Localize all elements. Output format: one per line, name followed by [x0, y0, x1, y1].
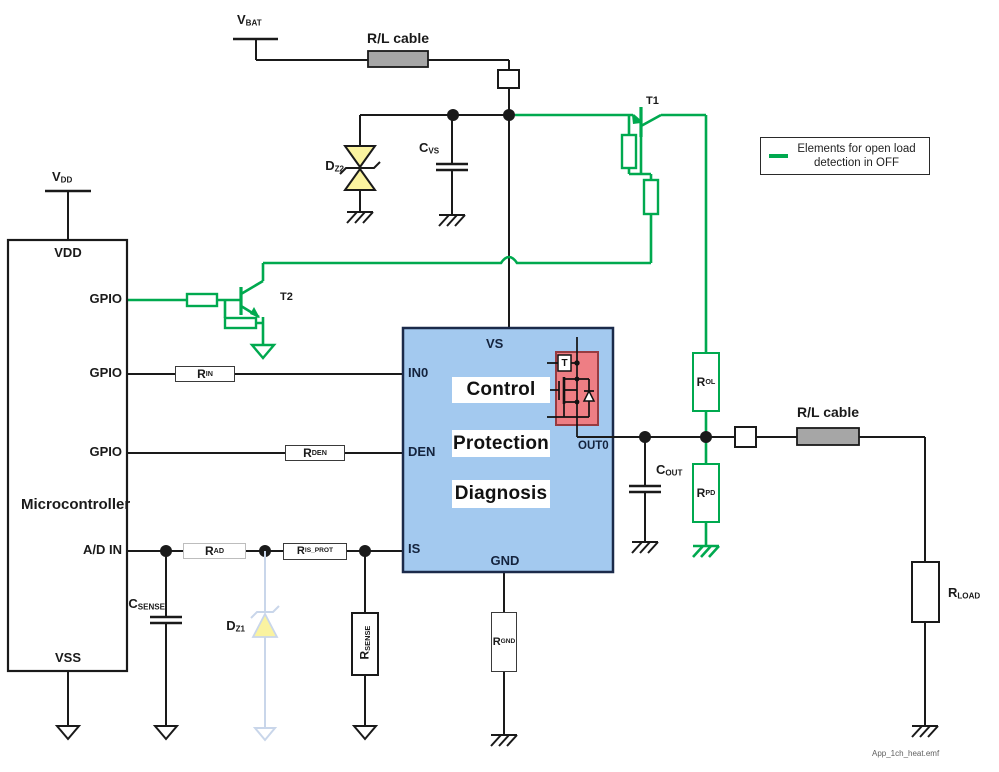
- vs-node-wiring: [360, 88, 577, 338]
- ic-pin-is: IS: [408, 541, 421, 556]
- label-vdd-supply: VDD: [52, 169, 73, 185]
- csense-branch: [150, 551, 182, 741]
- cvs-branch: [436, 115, 468, 227]
- connector-out: [734, 426, 757, 448]
- mcu-title: Microcontroller: [21, 496, 131, 513]
- vs-junction-dots: [447, 109, 515, 121]
- mcu-pin-vdd: VDD: [54, 245, 82, 260]
- dz2-branch: [339, 115, 381, 224]
- ic-pin-den: DEN: [408, 444, 436, 459]
- legend-text: Elements for open load detection in OFF: [797, 142, 916, 169]
- label-t2: T2: [280, 291, 293, 303]
- mcu-pin-gpio3: GPIO: [89, 444, 122, 459]
- rsense-branch: [351, 551, 379, 741]
- ic-pin-vs: VS: [486, 336, 504, 351]
- cable-top: [367, 50, 429, 68]
- cable-right: [796, 427, 860, 446]
- ic-pin-out0: OUT0: [578, 440, 609, 452]
- label-t1: T1: [646, 95, 659, 107]
- cout-branch: [629, 437, 661, 554]
- dz1-branch: [250, 551, 280, 742]
- t2-open-load-circuit: [127, 214, 653, 360]
- label-csense: CSENSE: [128, 596, 165, 612]
- label-dz2: DZ2: [325, 158, 344, 174]
- power-fet-cell: [547, 337, 599, 437]
- connector-top: [497, 69, 520, 89]
- legend-green-line-icon: [769, 154, 788, 158]
- mcu-pin-adin: A/D IN: [83, 542, 122, 557]
- microcontroller-box: [6, 189, 129, 741]
- t1-open-load-circuit: [515, 107, 708, 352]
- label-rload: RLOAD: [948, 585, 981, 601]
- label-cvs: CVS: [419, 140, 440, 156]
- label-cout: COUT: [656, 462, 683, 478]
- ic-pin-in0: IN0: [408, 365, 429, 380]
- filename-caption: App_1ch_heat.emf: [872, 749, 940, 758]
- mcu-pin-gpio2: GPIO: [89, 365, 122, 380]
- mcu-pin-gpio1: GPIO: [89, 291, 122, 306]
- rload-symbol: [911, 561, 940, 623]
- temp-sensor-label: T: [561, 357, 568, 369]
- legend-box: Elements for open load detection in OFF: [760, 137, 930, 175]
- label-vbat: VBAT: [237, 12, 262, 28]
- label-cable-top: R/L cable: [367, 30, 429, 46]
- rgnd-branch: [490, 572, 518, 747]
- ic-pin-gnd: GND: [490, 553, 520, 568]
- label-dz1: DZ1: [226, 618, 245, 634]
- ic-block-protection: Protection: [452, 430, 550, 457]
- mcu-pin-vss: VSS: [54, 650, 81, 665]
- ic-block-control: Control: [452, 377, 550, 403]
- label-cable-right: R/L cable: [797, 404, 859, 420]
- label-rsense: RSENSE: [357, 625, 372, 660]
- ic-block-diagnosis: Diagnosis: [452, 480, 550, 508]
- out0-wiring: [577, 431, 939, 738]
